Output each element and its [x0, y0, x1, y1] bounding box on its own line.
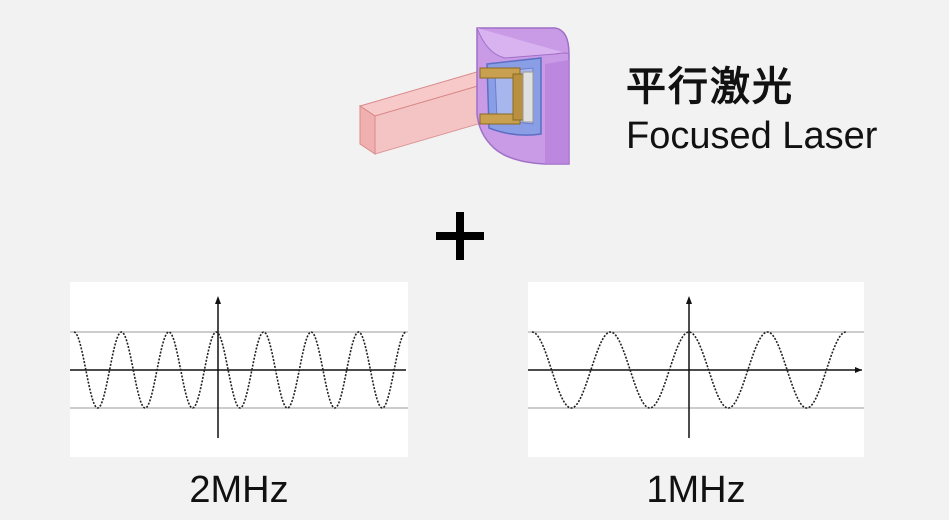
sine-wave: [73, 331, 407, 409]
y-axis-arrow: [215, 296, 221, 304]
frequency-label-2mhz: 2MHz: [189, 469, 289, 511]
title-chinese: 平行激光: [626, 64, 794, 110]
title-english: Focused Laser: [626, 115, 878, 157]
wave-plot-1mhz: [528, 296, 864, 438]
wave-panel-2mhz: [70, 282, 408, 457]
sine-wave: [531, 331, 847, 409]
laser-device-illustration: [358, 27, 570, 165]
laser-beam: [358, 70, 497, 155]
frequency-label-1mhz: 1MHz: [646, 469, 746, 511]
y-axis-arrow: [686, 296, 692, 304]
x-axis-arrow: [855, 367, 862, 373]
wave-panel-1mhz: [528, 282, 864, 457]
plus-icon: [432, 208, 488, 264]
electrode-plate: [479, 67, 534, 125]
wave-plot-2mhz: [70, 296, 408, 438]
title-block: 平行激光 Focused Laser: [626, 64, 877, 158]
